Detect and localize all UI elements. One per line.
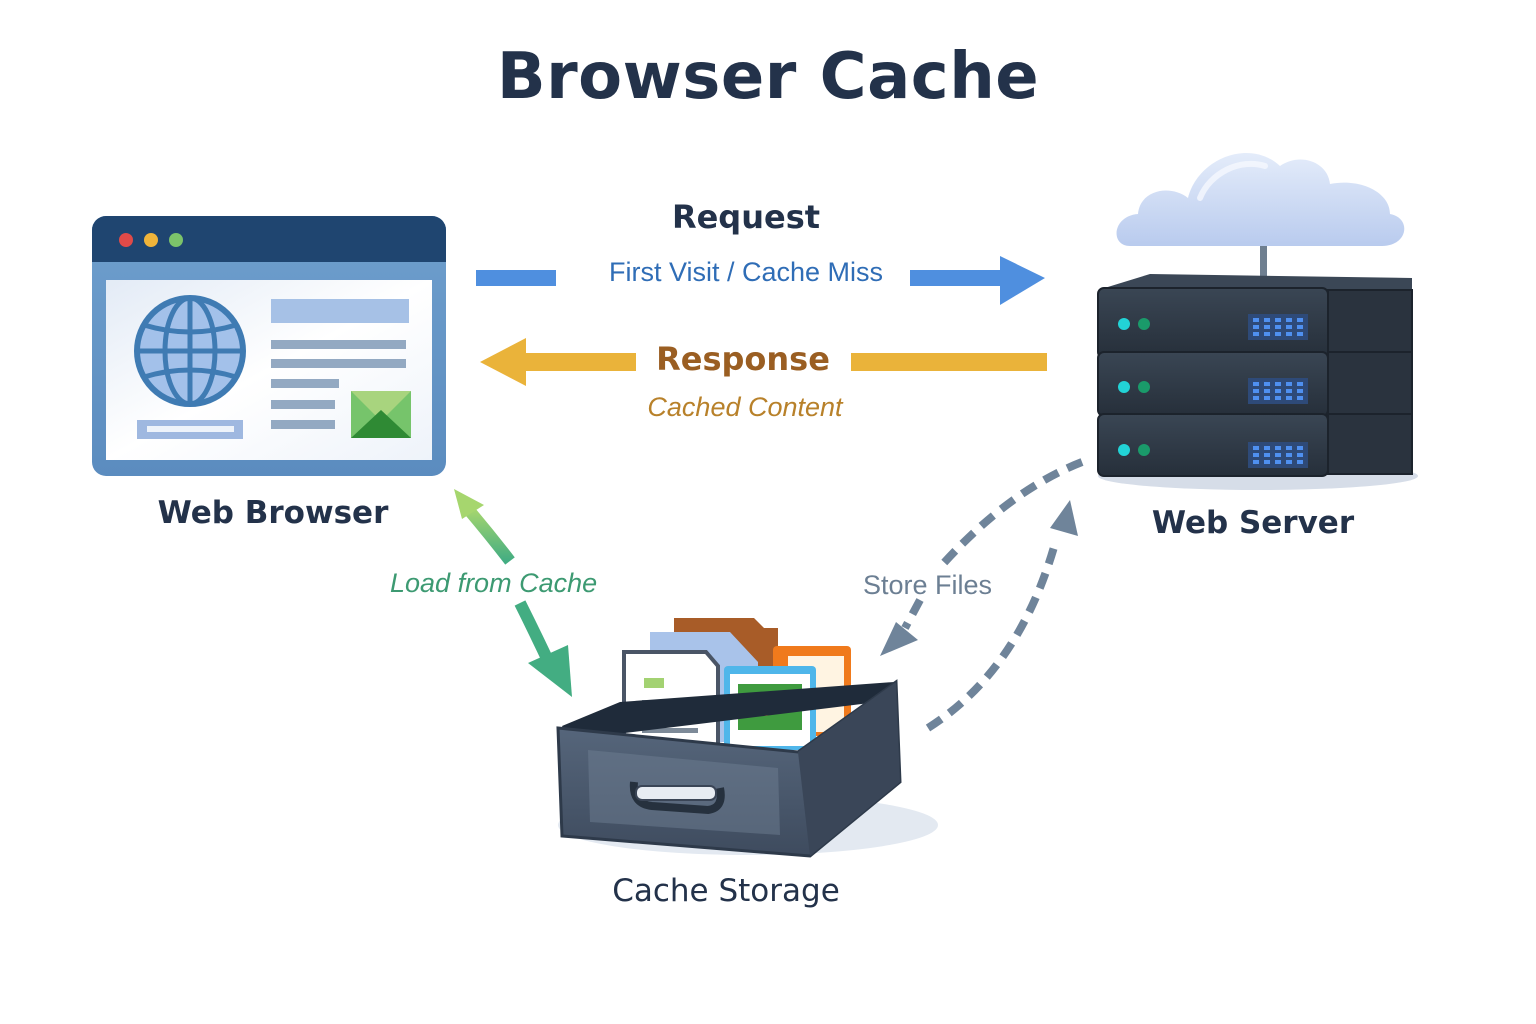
server-unit bbox=[1097, 287, 1413, 359]
server-led bbox=[1275, 389, 1281, 393]
server-led bbox=[1275, 446, 1281, 450]
cache-storage-label: Cache Storage bbox=[612, 873, 840, 909]
server-led bbox=[1286, 389, 1292, 393]
web-browser-icon bbox=[92, 216, 446, 476]
heading-block bbox=[271, 299, 409, 323]
cloud-connector bbox=[1260, 246, 1267, 276]
server-led bbox=[1264, 460, 1270, 464]
server-led bbox=[1286, 396, 1292, 400]
server-led bbox=[1286, 382, 1292, 386]
load-from-cache-label: Load from Cache bbox=[390, 568, 598, 598]
server-led bbox=[1275, 460, 1281, 464]
web-server-label: Web Server bbox=[1151, 505, 1355, 541]
web-server-icon bbox=[1097, 152, 1418, 490]
store-files-label: Store Files bbox=[863, 570, 993, 600]
server-led bbox=[1286, 460, 1292, 464]
request-subtitle: First Visit / Cache Miss bbox=[608, 257, 884, 287]
text-line bbox=[271, 379, 339, 388]
response-title: Response bbox=[656, 340, 830, 378]
server-led bbox=[1297, 453, 1303, 457]
server-led bbox=[1253, 318, 1259, 322]
store-files-arrow bbox=[880, 458, 1084, 732]
diagram-title: Browser Cache bbox=[496, 40, 1040, 114]
cloud-icon bbox=[1116, 152, 1405, 246]
server-led bbox=[1297, 332, 1303, 336]
server-led bbox=[1253, 460, 1259, 464]
server-led bbox=[1264, 453, 1270, 457]
drawer-handle-icon bbox=[629, 781, 725, 815]
server-led bbox=[1286, 332, 1292, 336]
server-led bbox=[1264, 325, 1270, 329]
server-led bbox=[1286, 453, 1292, 457]
request-arrow bbox=[476, 256, 1045, 305]
server-led bbox=[1264, 389, 1270, 393]
web-browser-label: Web Browser bbox=[157, 495, 389, 531]
close-dot-icon bbox=[119, 233, 133, 247]
server-led bbox=[1253, 453, 1259, 457]
server-led bbox=[1297, 389, 1303, 393]
server-led bbox=[1286, 325, 1292, 329]
server-led bbox=[1297, 318, 1303, 322]
server-led bbox=[1275, 453, 1281, 457]
server-led bbox=[1253, 332, 1259, 336]
server-led bbox=[1297, 325, 1303, 329]
server-led bbox=[1297, 460, 1303, 464]
request-title: Request bbox=[671, 198, 821, 236]
server-led bbox=[1253, 396, 1259, 400]
response-subtitle: Cached Content bbox=[647, 392, 843, 422]
load-from-cache-arrow bbox=[454, 489, 572, 697]
server-led bbox=[1264, 332, 1270, 336]
server-led bbox=[1275, 382, 1281, 386]
cache-storage-icon bbox=[556, 618, 938, 858]
server-unit bbox=[1097, 413, 1413, 477]
server-led bbox=[1264, 396, 1270, 400]
server-led bbox=[1275, 332, 1281, 336]
image-thumbnail-icon bbox=[351, 391, 411, 438]
server-led bbox=[1286, 318, 1292, 322]
drawer-inside bbox=[562, 682, 894, 740]
globe-icon bbox=[134, 295, 246, 407]
text-line bbox=[271, 420, 335, 429]
server-led bbox=[1264, 446, 1270, 450]
maximize-dot-icon bbox=[169, 233, 183, 247]
minimize-dot-icon bbox=[144, 233, 158, 247]
browser-titlebar bbox=[92, 216, 446, 262]
server-led bbox=[1275, 318, 1281, 322]
server-led bbox=[1253, 446, 1259, 450]
server-led bbox=[1253, 382, 1259, 386]
response-arrow bbox=[480, 338, 1047, 386]
server-led bbox=[1297, 396, 1303, 400]
text-line bbox=[271, 400, 335, 409]
text-line bbox=[271, 340, 406, 349]
server-led bbox=[1275, 325, 1281, 329]
server-led bbox=[1297, 446, 1303, 450]
text-line bbox=[271, 359, 406, 368]
server-led bbox=[1253, 325, 1259, 329]
server-led bbox=[1275, 396, 1281, 400]
server-led bbox=[1297, 382, 1303, 386]
server-led bbox=[1286, 446, 1292, 450]
server-led bbox=[1264, 318, 1270, 322]
server-led bbox=[1253, 389, 1259, 393]
server-led bbox=[1264, 382, 1270, 386]
